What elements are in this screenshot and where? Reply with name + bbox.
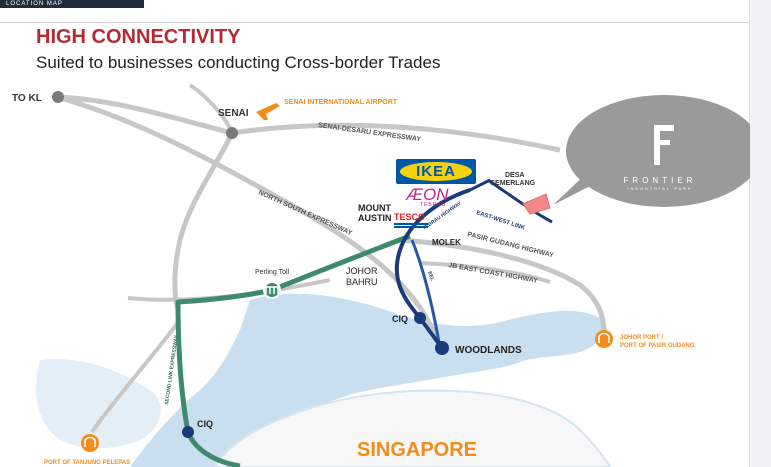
label-desa-cemerlang-1: DESA	[505, 172, 524, 179]
label-johor-port-1: JOHOR PORT /	[620, 335, 663, 341]
senai-desaru-expressway	[231, 122, 561, 153]
label-mount-austin-2: AUSTIN	[358, 213, 392, 223]
frontier-logo-mark	[654, 125, 674, 165]
jb-east-coast-highway	[419, 261, 551, 284]
label-molek: MOLEK	[432, 238, 461, 247]
ikea-logo: IKEA	[396, 159, 476, 184]
desa-link	[469, 178, 491, 192]
eel-route-2	[410, 239, 442, 349]
label-ciq-north: CIQ	[392, 314, 408, 324]
ciq-south-marker	[182, 426, 194, 438]
ikea-logo-text: IKEA	[416, 163, 456, 180]
west-bay	[36, 359, 161, 449]
perling-toll-marker	[263, 281, 281, 299]
aeon-sublabel: TEBRAU	[420, 202, 447, 208]
senai-marker	[226, 127, 238, 139]
eel-route	[394, 188, 471, 320]
road-label-east-west-link: EAST-WEST LINK	[475, 210, 526, 232]
to-kl-marker	[52, 91, 64, 103]
tesco-stripe-1	[394, 223, 428, 225]
side-panel-edge	[749, 0, 771, 467]
singapore-island	[213, 389, 612, 467]
road-label-eel: EEL	[426, 271, 435, 282]
label-singapore: SINGAPORE	[357, 439, 477, 461]
senai-branch-road	[172, 131, 235, 311]
north-south-expressway	[59, 95, 443, 349]
aeon-logo: ÆON	[406, 185, 449, 204]
road-label-north-south: NORTH SOUTH EXPRESSWAY	[257, 189, 353, 237]
pasir-gudang-highway	[399, 237, 607, 339]
to-kl-highway	[57, 94, 233, 136]
label-ciq-south: CIQ	[197, 419, 213, 429]
frontier-site-parcel	[522, 193, 551, 215]
label-mount-austin-1: MOUNT	[358, 203, 391, 213]
tanjung-pelepas-road	[90, 318, 182, 434]
page-subtitle: Suited to businesses conducting Cross-bo…	[36, 53, 441, 72]
label-senai: SENAI	[218, 108, 249, 119]
ciq-north-marker	[414, 312, 426, 324]
woodlands-marker	[435, 341, 449, 355]
frontier-logo-subtext: INDUSTRIAL PARK	[627, 186, 693, 191]
page-title: HIGH CONNECTIVITY	[36, 26, 241, 48]
road-label-second-link: SECOND LINK EXPRESSWAY	[164, 334, 180, 405]
johor-port-icon	[595, 330, 613, 348]
header-divider	[0, 22, 750, 23]
label-johor-port-2: PORT OF PASIR GUDANG	[620, 343, 695, 349]
label-johor-bahru-1: JOHOR	[346, 266, 378, 276]
tesco-stripe-2	[394, 226, 428, 228]
toll-booth-icon	[265, 286, 279, 294]
section-tab: LOCATION MAP	[0, 0, 144, 8]
label-desa-cemerlang-2: CEMERLANG	[490, 180, 536, 187]
label-johor-bahru-2: BAHRU	[346, 277, 378, 287]
frontier-logo-text: FRONTIER	[623, 176, 697, 185]
airplane-icon	[256, 103, 280, 120]
label-woodlands: WOODLANDS	[455, 345, 522, 356]
label-tanjung-pelepas: PORT OF TANJUNG PELEPAS	[44, 460, 130, 466]
tanjung-pelepas-port-icon	[81, 434, 99, 452]
label-perling-toll: Perling Toll	[255, 269, 290, 276]
east-west-link	[487, 178, 553, 224]
label-to-kl: TO KL	[12, 93, 42, 104]
tesco-logo: TESCO	[394, 212, 426, 222]
label-senai-airport: SENAI INTERNATIONAL AIRPORT	[284, 99, 398, 106]
location-map: TO KL SENAI SENAI INTERNATIONAL AIRPORT …	[12, 83, 750, 467]
sea-strait	[130, 293, 604, 467]
